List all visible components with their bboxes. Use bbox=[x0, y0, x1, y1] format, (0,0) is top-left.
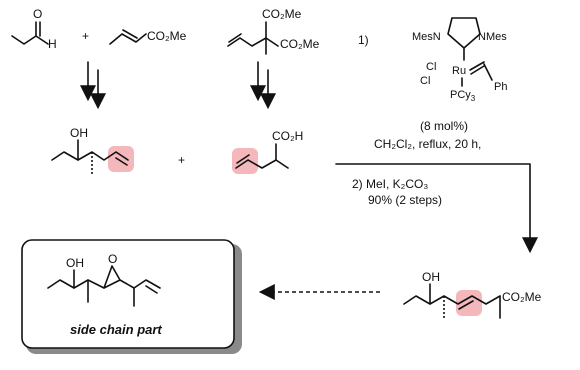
product-ester-label: CO₂Me bbox=[502, 290, 542, 304]
propanal-aldehyde-h: H bbox=[48, 37, 57, 51]
homoallylic-alcohol-structure: OH bbox=[51, 126, 134, 174]
catalyst-ph: Ph bbox=[494, 81, 507, 93]
multistep-arrows-right bbox=[250, 61, 276, 110]
side-chain-box bbox=[21, 239, 242, 354]
methyl-crotonate-structure: CO₂Me bbox=[109, 29, 187, 45]
allyl-methylmalonate-structure: CO₂Me CO₂Me bbox=[227, 7, 320, 55]
side-chain-oh-label: OH bbox=[66, 256, 84, 270]
plus-sign-1: + bbox=[82, 29, 89, 43]
plus-sign-2: + bbox=[178, 153, 185, 167]
product-oh-label: OH bbox=[422, 270, 440, 284]
catalyst-mes-left: MesN bbox=[412, 31, 441, 43]
catalyst-loading: (8 mol%) bbox=[420, 119, 468, 133]
malonate-ester-top: CO₂Me bbox=[262, 7, 302, 21]
catalyst-cl-top: Cl bbox=[426, 61, 436, 73]
multistep-arrows-left bbox=[80, 61, 106, 110]
epoxide-oxygen-label: O bbox=[108, 252, 117, 266]
side-chain-structure: OH O bbox=[47, 252, 161, 307]
catalyst-mes-right: NMes bbox=[478, 31, 507, 43]
propanal-oxygen: O bbox=[33, 7, 42, 21]
alcohol-oh-label: OH bbox=[70, 126, 88, 140]
reaction-arrow bbox=[335, 163, 538, 254]
acid-group-label: CO₂H bbox=[272, 129, 303, 143]
malonate-ester-bottom: CO₂Me bbox=[280, 37, 320, 51]
solvent-conditions: CH₂Cl₂, reflux, 20 h, bbox=[374, 137, 481, 151]
step1-number: 1) bbox=[358, 33, 369, 47]
grubbs-ii-catalyst-structure: MesN NMes Cl Cl Ru Ph PCy3 bbox=[412, 17, 507, 103]
metathesis-product-structure: OH CO₂Me bbox=[403, 270, 542, 319]
side-chain-caption: side chain part bbox=[70, 322, 162, 337]
catalyst-pcy3: PCy3 bbox=[450, 89, 476, 103]
propanal-structure: O H bbox=[11, 7, 57, 51]
yield-label: 90% (2 steps) bbox=[368, 193, 442, 207]
catalyst-ru: Ru bbox=[452, 65, 466, 77]
crotonate-ester-label: CO₂Me bbox=[147, 29, 187, 43]
catalyst-cl-bottom: Cl bbox=[420, 75, 430, 87]
step2-conditions: 2) MeI, K₂CO₃ bbox=[352, 177, 428, 191]
methylpentenoic-acid-structure: CO₂H bbox=[232, 129, 303, 174]
